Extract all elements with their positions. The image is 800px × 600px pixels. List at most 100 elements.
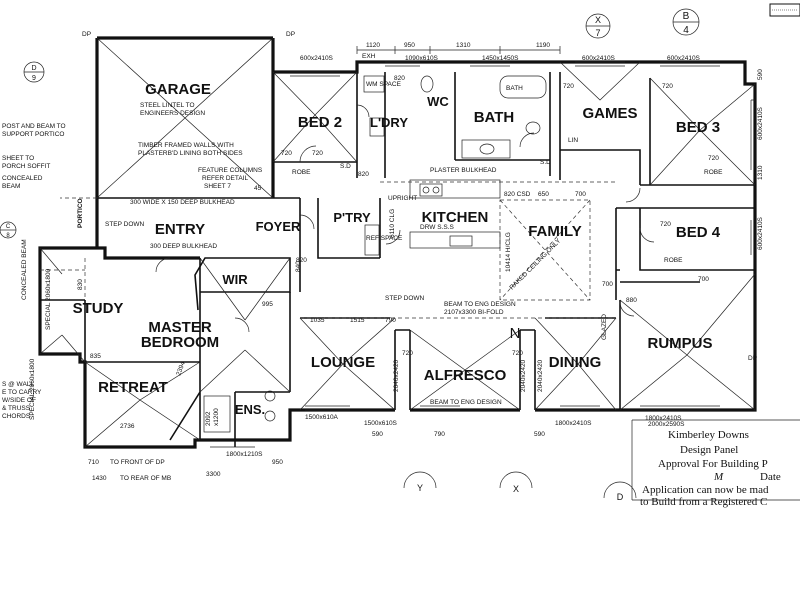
dim: 720 xyxy=(512,350,523,357)
dim: 950 xyxy=(272,459,283,466)
section-markers: X 7 B 4 D 9 C 8 Y X xyxy=(0,8,700,502)
dim: 820 xyxy=(296,257,307,264)
note-kitchen: DRW S.S.S xyxy=(420,224,454,231)
note-special: SPECIAL 2060x1800 xyxy=(29,358,36,420)
corner-mark xyxy=(769,3,800,17)
note-lintel: ENGINEERS DESIGN xyxy=(140,110,205,117)
note-dp: DP xyxy=(286,31,295,38)
dim: 1430 xyxy=(92,475,107,482)
ceiling-hips xyxy=(39,37,756,448)
room-bed3: BED 3 xyxy=(676,119,720,136)
stamp-initials: M xyxy=(713,471,724,483)
note-sheet: PORCH SOFFIT xyxy=(2,163,50,170)
hob-burner xyxy=(432,186,440,194)
note-beam-alfresco: BEAM TO ENG DESIGN xyxy=(430,399,502,406)
dim: 1190 xyxy=(536,42,550,49)
room-pantry: P'TRY xyxy=(333,210,371,225)
note-sd: S.D xyxy=(340,163,351,170)
dim: 1120 xyxy=(366,42,380,49)
dim: 590 xyxy=(534,431,545,438)
dim: 720 xyxy=(402,350,413,357)
note-wall: S @ WALL xyxy=(2,381,34,388)
dim: 2092 xyxy=(205,411,212,426)
room-kitchen: KITCHEN xyxy=(422,209,489,226)
room-labels: GARAGE BED 2 L'DRY WC BATH GAMES BED 3 B… xyxy=(73,81,721,417)
note-front-dp: TO FRONT OF DP xyxy=(110,459,165,466)
dim: 835 xyxy=(90,353,101,360)
note-wm: WM SPACE xyxy=(366,81,402,88)
dim: 710 xyxy=(88,459,99,466)
dim: 600x2410S xyxy=(300,55,334,62)
dim: 2040x2420 xyxy=(393,359,400,392)
room-master-1: MASTER xyxy=(148,319,212,336)
svg-text:4: 4 xyxy=(683,25,689,36)
room-retreat: RETREAT xyxy=(98,379,168,396)
dim: 45 xyxy=(254,185,262,192)
room-bath: BATH xyxy=(474,109,515,126)
dim: 1310 xyxy=(456,42,471,49)
dim: 600x2410S xyxy=(757,216,764,250)
note-dp: DP xyxy=(82,31,91,38)
dim: 2000x2590S xyxy=(648,421,685,428)
svg-text:C: C xyxy=(6,224,11,230)
room-games: GAMES xyxy=(582,105,637,122)
note-concealed-beam: CONCEALED BEAM xyxy=(21,239,28,300)
hob-burner xyxy=(422,186,430,194)
note-special: SPECIAL 2060x1800 xyxy=(45,268,52,330)
door-swings xyxy=(155,104,655,333)
dim: 950 xyxy=(404,42,415,49)
dim: 820 xyxy=(358,171,369,178)
room-foyer: FOYER xyxy=(256,219,301,234)
svg-text:7: 7 xyxy=(595,28,600,38)
dim: 1800x2410S xyxy=(555,420,592,427)
kitchen-island xyxy=(409,231,501,249)
section-marker-x-bottom: X xyxy=(499,471,533,494)
stamp-line-2: Design Panel xyxy=(680,444,738,456)
bottom-wall xyxy=(83,392,620,449)
room-family: FAMILY xyxy=(528,223,582,240)
note-beam: 2107x3300 BI-FOLD xyxy=(444,309,504,316)
svg-text:X: X xyxy=(513,484,519,494)
svg-text:X: X xyxy=(595,15,601,25)
note-rear-mb: TO REAR OF MB xyxy=(120,475,171,482)
svg-text:D: D xyxy=(617,492,624,502)
note-exh: EXH xyxy=(362,53,376,60)
dim: 700 xyxy=(698,276,709,283)
room-study: STUDY xyxy=(73,300,124,317)
stamp-line-3: Approval For Building P xyxy=(658,458,768,470)
section-marker-x-top: X 7 xyxy=(585,13,611,39)
dim: 1450x1450S xyxy=(482,55,519,62)
shower xyxy=(203,395,231,433)
note-robe: ROBE xyxy=(664,257,683,264)
note-step: STEP DOWN xyxy=(105,221,145,228)
note-concealed: BEAM xyxy=(2,183,20,190)
note-timber: TIMBER FRAMED WALLS WITH xyxy=(138,142,234,149)
approval-stamp: Kimberley Downs Design Panel Approval Fo… xyxy=(631,419,800,508)
room-rumpus: RUMPUS xyxy=(647,335,712,352)
dim: 700 xyxy=(575,191,586,198)
dim: 995 xyxy=(262,301,273,308)
note-wall: CHORDS xyxy=(2,413,31,420)
dim: 1500x610A xyxy=(305,414,339,421)
note-beam: BEAM TO ENG DESIGN xyxy=(444,301,516,308)
dim: 700 xyxy=(602,281,613,288)
note-dp: DP xyxy=(748,355,757,362)
note-lin: LIN xyxy=(568,137,578,144)
note-post: POST AND BEAM TO xyxy=(2,123,66,130)
note-wall: W/SIDE OF xyxy=(2,397,36,404)
room-ens: ENS. xyxy=(235,402,265,417)
pantry-shelf xyxy=(364,224,380,256)
stove-top xyxy=(419,183,443,197)
svg-text:B: B xyxy=(683,11,690,22)
note-robe: ROBE xyxy=(292,169,311,176)
dim: x1200 xyxy=(213,408,220,426)
wm-space xyxy=(363,75,385,93)
north-symbol: N xyxy=(510,325,521,342)
dim: 720 xyxy=(708,155,719,162)
note-feature: FEATURE COLUMNS xyxy=(198,167,263,174)
section-marker-c-left: C 8 xyxy=(0,221,17,239)
dim: 600x2410S xyxy=(757,106,764,140)
section-marker-d-left: D 9 xyxy=(23,61,45,83)
note-robe: ROBE xyxy=(704,169,723,176)
